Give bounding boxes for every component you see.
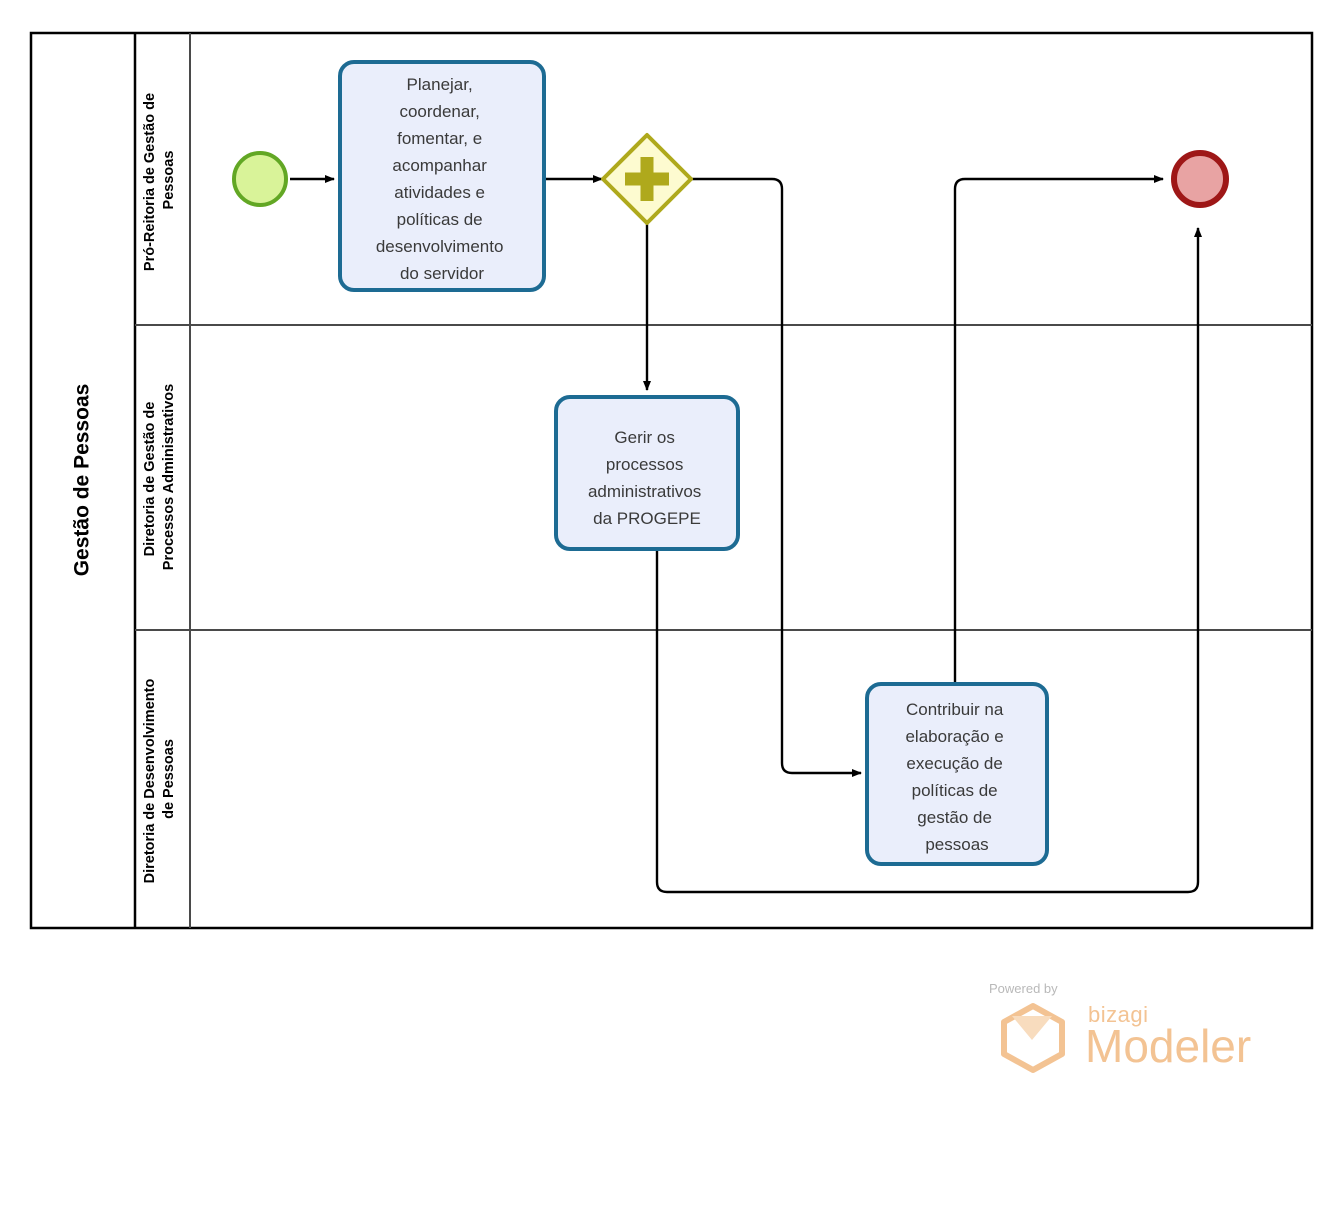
- task-gerir-line-2: processos: [606, 455, 683, 474]
- task-contribuir-line-3: execução de: [906, 754, 1002, 773]
- modeler-wordmark: Modeler: [1085, 1020, 1251, 1072]
- task-planejar-line-1: Planejar,: [407, 75, 473, 94]
- task-contribuir-box: [865, 682, 1049, 866]
- bizagi-credit: Powered by bizagi Modeler: [989, 981, 1251, 1073]
- task-contribuir[interactable]: Contribuir na elaboração e execução de p…: [865, 682, 1049, 866]
- task-contribuir-label: Contribuir na elaboração e execução de p…: [905, 700, 1008, 854]
- task-planejar-box: [338, 60, 546, 292]
- end-event-circle: [1171, 150, 1229, 208]
- parallel-gateway-plus-icon: [625, 157, 669, 201]
- lane-header-pro-reitoria[interactable]: Pró-Reitoria de Gestão de Pessoas: [142, 89, 177, 271]
- task-gerir[interactable]: Gerir os processos administrativos da PR…: [554, 395, 740, 551]
- bizagi-wordmark: bizagi: [1088, 1002, 1148, 1027]
- sequence-flow-layer: [290, 175, 1202, 894]
- bizagi-hexagon-outline: [1001, 1003, 1065, 1073]
- end-event[interactable]: [1171, 150, 1229, 208]
- flow-gateway-to-contribuir[interactable]: [692, 177, 862, 777]
- task-planejar-line-3: fomentar, e: [397, 129, 482, 148]
- lane-2-label: Diretoria de Gestão de Processos Adminis…: [142, 384, 177, 570]
- parallel-gateway[interactable]: [601, 133, 693, 225]
- task-gerir-line-3: administrativos: [588, 482, 701, 501]
- task-contribuir-line-1: Contribuir na: [906, 700, 1004, 719]
- start-event[interactable]: [232, 151, 288, 207]
- task-planejar-line-5: atividades e: [394, 183, 485, 202]
- task-gerir-label: Gerir os processos administrativos da PR…: [588, 428, 706, 528]
- lane-header-diretoria-processos[interactable]: Diretoria de Gestão de Processos Adminis…: [142, 384, 177, 570]
- task-planejar[interactable]: Planejar, coordenar, fomentar, e acompan…: [338, 60, 546, 292]
- task-planejar-line-2: coordenar,: [399, 102, 479, 121]
- flow-gerir-to-end[interactable]: [655, 227, 1202, 894]
- task-planejar-line-7: desenvolvimento: [376, 237, 504, 256]
- task-planejar-line-4: acompanhar: [392, 156, 487, 175]
- flow-contribuir-to-end[interactable]: [953, 175, 1164, 686]
- task-contribuir-line-2: elaboração e: [905, 727, 1003, 746]
- task-planejar-line-8: do servidor: [400, 264, 484, 283]
- task-planejar-line-6: políticas de: [397, 210, 483, 229]
- task-gerir-box: [554, 395, 740, 551]
- lane-header-diretoria-desenvolvimento[interactable]: Diretoria de Desenvolvimento de Pessoas: [142, 675, 177, 884]
- powered-by-text: Powered by: [989, 981, 1058, 996]
- task-gerir-line-1: Gerir os: [614, 428, 674, 447]
- task-contribuir-line-6: pessoas: [925, 835, 988, 854]
- lane-1-label-line-2: Pessoas: [161, 151, 177, 210]
- lane-1-label-line-1: Pró-Reitoria de Gestão de: [142, 93, 158, 271]
- task-planejar-label: Planejar, coordenar, fomentar, e acompan…: [376, 75, 508, 283]
- task-contribuir-line-5: gestão de: [917, 808, 992, 827]
- lane-1-label: Pró-Reitoria de Gestão de Pessoas: [142, 89, 177, 271]
- bizagi-logo-icon: [1001, 1003, 1065, 1073]
- lane-3-label-line-1: Diretoria de Desenvolvimento: [142, 679, 158, 884]
- task-contribuir-line-4: políticas de: [912, 781, 998, 800]
- lane-3-label-line-2: de Pessoas: [161, 739, 177, 819]
- lane-2-label-line-2: Processos Administrativos: [161, 384, 177, 570]
- task-gerir-line-4: da PROGEPE: [593, 509, 701, 528]
- lane-2-label-line-1: Diretoria de Gestão de: [142, 402, 158, 557]
- pool-title: Gestão de Pessoas: [71, 384, 94, 577]
- bizagi-hexagon-inner-triangle: [1012, 1016, 1052, 1040]
- start-event-circle: [232, 151, 288, 207]
- lane-3-label: Diretoria de Desenvolvimento de Pessoas: [142, 675, 177, 884]
